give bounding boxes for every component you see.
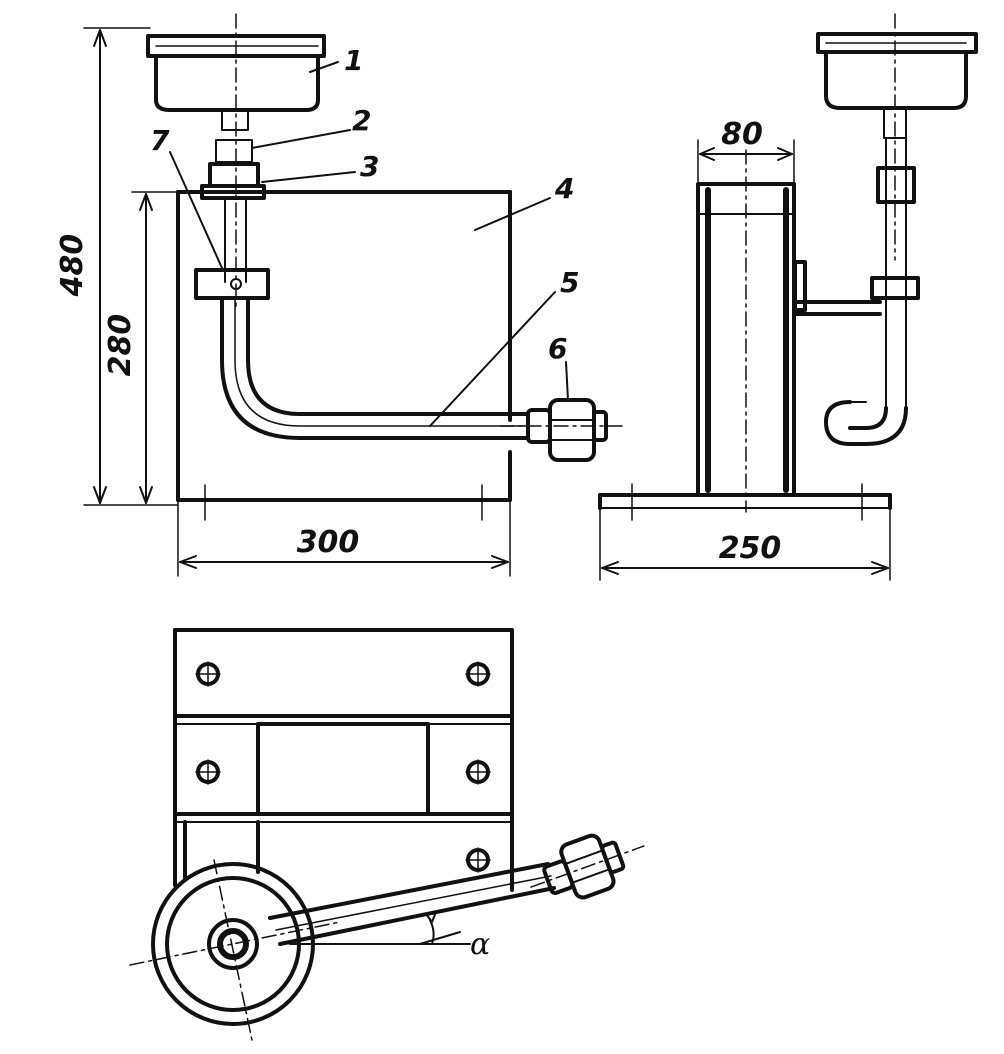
callout-3: 6 — [548, 332, 567, 365]
side-stem-pipe — [824, 137, 920, 446]
front-union-fitting — [526, 398, 608, 462]
dimension-480-label: 480 — [55, 234, 90, 298]
front-bent-tube — [220, 296, 530, 440]
top-bolt-holes — [195, 661, 491, 873]
dimension-250-label: 250 — [719, 531, 782, 566]
side-base-plate — [598, 483, 892, 521]
side-bracket — [792, 260, 882, 316]
top-union-fitting — [530, 833, 645, 900]
dimension-80 — [697, 139, 795, 185]
top-base-plate — [173, 628, 514, 892]
callout-1: 4 — [554, 172, 574, 205]
dimension-300 — [177, 484, 511, 577]
side-view: 80 250 — [598, 13, 978, 581]
side-body-block — [696, 149, 796, 513]
dimension-280-label: 280 — [103, 314, 138, 377]
front-body-plate — [176, 190, 512, 502]
callout-7: 7 — [150, 124, 170, 157]
dimension-250 — [599, 507, 891, 581]
callout-5: 2 — [352, 104, 371, 137]
side-dial-gauge — [816, 13, 978, 261]
callout-6: 1 — [344, 44, 363, 77]
callout-2: 5 — [560, 266, 579, 299]
front-view: 480 280 300 1 — [55, 13, 626, 577]
front-stem-assembly — [194, 139, 270, 300]
top-dial-gauge — [129, 859, 341, 1041]
angle-alpha-label: α — [470, 927, 490, 962]
dimension-480 — [83, 27, 179, 506]
dimension-300-label: 300 — [297, 525, 360, 560]
dimension-80-label: 80 — [721, 117, 763, 152]
dimension-280 — [131, 191, 179, 504]
top-angled-tube — [268, 862, 556, 946]
callout-4: 3 — [360, 150, 379, 183]
top-view: α — [129, 628, 645, 1041]
front-centerlines — [235, 13, 626, 427]
angle-alpha-marker — [289, 911, 471, 945]
front-callout-leaders — [169, 61, 569, 427]
